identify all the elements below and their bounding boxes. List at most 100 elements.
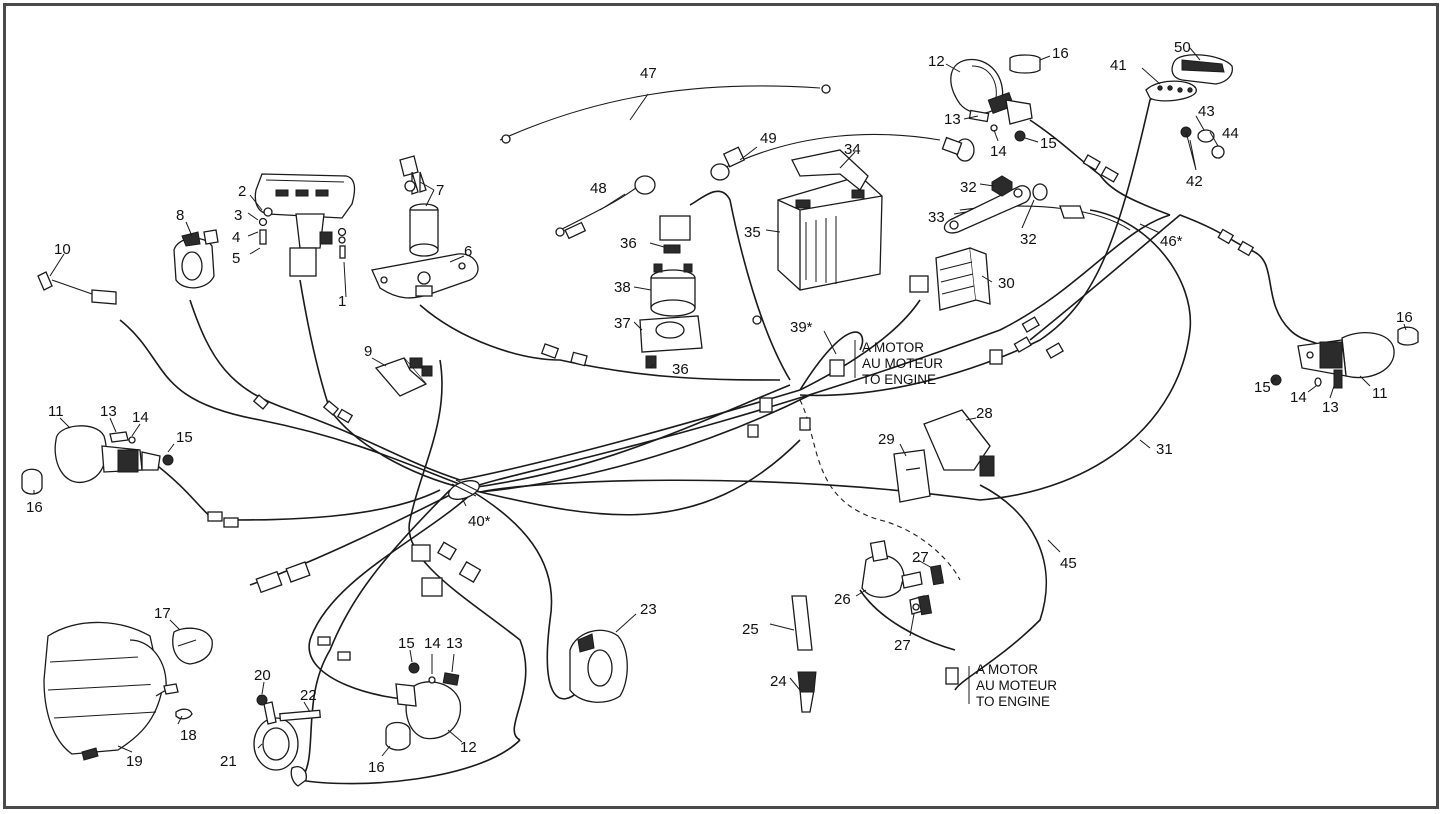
callout-16: 16 bbox=[26, 499, 43, 516]
engine-note-lower: A MOTOR AU MOTEUR TO ENGINE bbox=[976, 662, 1057, 709]
battery-cable-47 bbox=[501, 84, 831, 144]
callout-15: 15 bbox=[176, 429, 193, 446]
harness-wires bbox=[119, 85, 1321, 785]
callout-3: 3 bbox=[234, 207, 242, 224]
callout-46: 46* bbox=[1160, 233, 1183, 250]
callout-35: 35 bbox=[744, 224, 761, 241]
relay-9 bbox=[374, 357, 433, 397]
callout-16: 16 bbox=[1052, 45, 1069, 62]
callout-14: 14 bbox=[990, 143, 1007, 160]
callout-40: 40* bbox=[468, 513, 491, 530]
callout-36: 36 bbox=[672, 361, 689, 378]
note-line: TO ENGINE bbox=[862, 372, 936, 387]
leader-lines bbox=[33, 47, 1407, 757]
callout-14: 14 bbox=[424, 635, 441, 652]
callout-11: 11 bbox=[1372, 385, 1388, 402]
callout-41: 41 bbox=[1110, 57, 1127, 74]
starter-relay-38 bbox=[639, 215, 703, 369]
harness-connectors bbox=[207, 154, 1255, 685]
callout-13: 13 bbox=[446, 635, 463, 652]
callout-39: 39* bbox=[790, 319, 813, 336]
dashed-wire-route bbox=[799, 399, 961, 581]
callout-31: 31 bbox=[1156, 441, 1173, 458]
note-line: TO ENGINE bbox=[976, 694, 1050, 709]
handlebar-switch-8 bbox=[173, 229, 219, 289]
callout-24: 24 bbox=[770, 673, 787, 690]
ignition-coil-26 bbox=[791, 540, 945, 713]
callout-16: 16 bbox=[368, 759, 385, 776]
callout-26: 26 bbox=[834, 591, 851, 608]
callout-13: 13 bbox=[1322, 399, 1339, 416]
headlight-19 bbox=[43, 621, 213, 761]
bracket-33 bbox=[943, 175, 1085, 234]
callout-32: 32 bbox=[1020, 231, 1037, 248]
callout-36: 36 bbox=[620, 235, 637, 252]
callout-22: 22 bbox=[300, 687, 317, 704]
callout-6: 6 bbox=[464, 243, 472, 260]
callout-25: 25 bbox=[742, 621, 759, 638]
callout-23: 23 bbox=[640, 601, 657, 618]
callout-45: 45 bbox=[1060, 555, 1077, 572]
callout-43: 43 bbox=[1198, 103, 1215, 120]
turn-signal-11-left bbox=[21, 425, 174, 495]
turn-signal-12-bottom bbox=[385, 662, 462, 751]
callout-10: 10 bbox=[54, 241, 71, 258]
callout-7: 7 bbox=[436, 182, 444, 199]
note-line: A MOTOR bbox=[976, 662, 1038, 677]
callout-14: 14 bbox=[132, 409, 149, 426]
callout-12: 12 bbox=[928, 53, 945, 70]
callout-27: 27 bbox=[912, 549, 929, 566]
callout-42: 42 bbox=[1186, 173, 1203, 190]
cable-boots-49 bbox=[710, 136, 975, 181]
callout-15: 15 bbox=[1254, 379, 1271, 396]
callout-2: 2 bbox=[238, 183, 246, 200]
callout-12: 12 bbox=[460, 739, 477, 756]
callout-28: 28 bbox=[976, 405, 993, 422]
cable-48 bbox=[555, 175, 656, 240]
callout-48: 48 bbox=[590, 180, 607, 197]
callout-16: 16 bbox=[1396, 309, 1413, 326]
callout-27: 27 bbox=[894, 637, 911, 654]
instrument-cluster-1 bbox=[254, 173, 356, 277]
callout-11: 11 bbox=[48, 403, 64, 420]
ignition-switch-7 bbox=[371, 155, 479, 299]
note-line: A MOTOR bbox=[862, 340, 924, 355]
callout-49: 49 bbox=[760, 130, 777, 147]
horn-21 bbox=[253, 694, 321, 787]
callout-34: 34 bbox=[844, 141, 861, 158]
callout-44: 44 bbox=[1222, 125, 1239, 142]
handlebar-switch-23 bbox=[569, 629, 628, 703]
note-line: AU MOTEUR bbox=[976, 678, 1057, 693]
callout-numbers: 47 49 48 34 35 36 36 38 37 39* 12 16 13 … bbox=[26, 39, 1413, 776]
callout-13: 13 bbox=[100, 403, 117, 420]
callout-17: 17 bbox=[154, 605, 171, 622]
callout-30: 30 bbox=[998, 275, 1015, 292]
regulator-30 bbox=[935, 247, 991, 311]
note-line: AU MOTEUR bbox=[862, 356, 943, 371]
callout-38: 38 bbox=[614, 279, 631, 296]
callout-29: 29 bbox=[878, 431, 895, 448]
callout-18: 18 bbox=[180, 727, 197, 744]
callout-5: 5 bbox=[232, 250, 240, 267]
callout-15: 15 bbox=[1040, 135, 1057, 152]
modules-28-29 bbox=[893, 409, 995, 503]
harness-strap-40 bbox=[448, 479, 481, 500]
callout-13: 13 bbox=[944, 111, 961, 128]
battery-34-35 bbox=[777, 149, 883, 291]
callout-9: 9 bbox=[364, 343, 372, 360]
callout-21: 21 bbox=[220, 753, 237, 770]
connector-10 bbox=[37, 271, 117, 305]
turn-signal-12-top bbox=[950, 54, 1041, 142]
callout-1: 1 bbox=[338, 293, 346, 310]
callout-4: 4 bbox=[232, 229, 240, 246]
callout-14: 14 bbox=[1290, 389, 1307, 406]
callout-8: 8 bbox=[176, 207, 184, 224]
callout-32: 32 bbox=[960, 179, 977, 196]
callout-37: 37 bbox=[614, 315, 631, 332]
engine-note-upper: A MOTOR AU MOTEUR TO ENGINE bbox=[862, 340, 943, 387]
callout-47: 47 bbox=[640, 65, 657, 82]
turn-signal-11-right bbox=[1270, 326, 1419, 389]
callout-33: 33 bbox=[928, 209, 945, 226]
callout-15: 15 bbox=[398, 635, 415, 652]
